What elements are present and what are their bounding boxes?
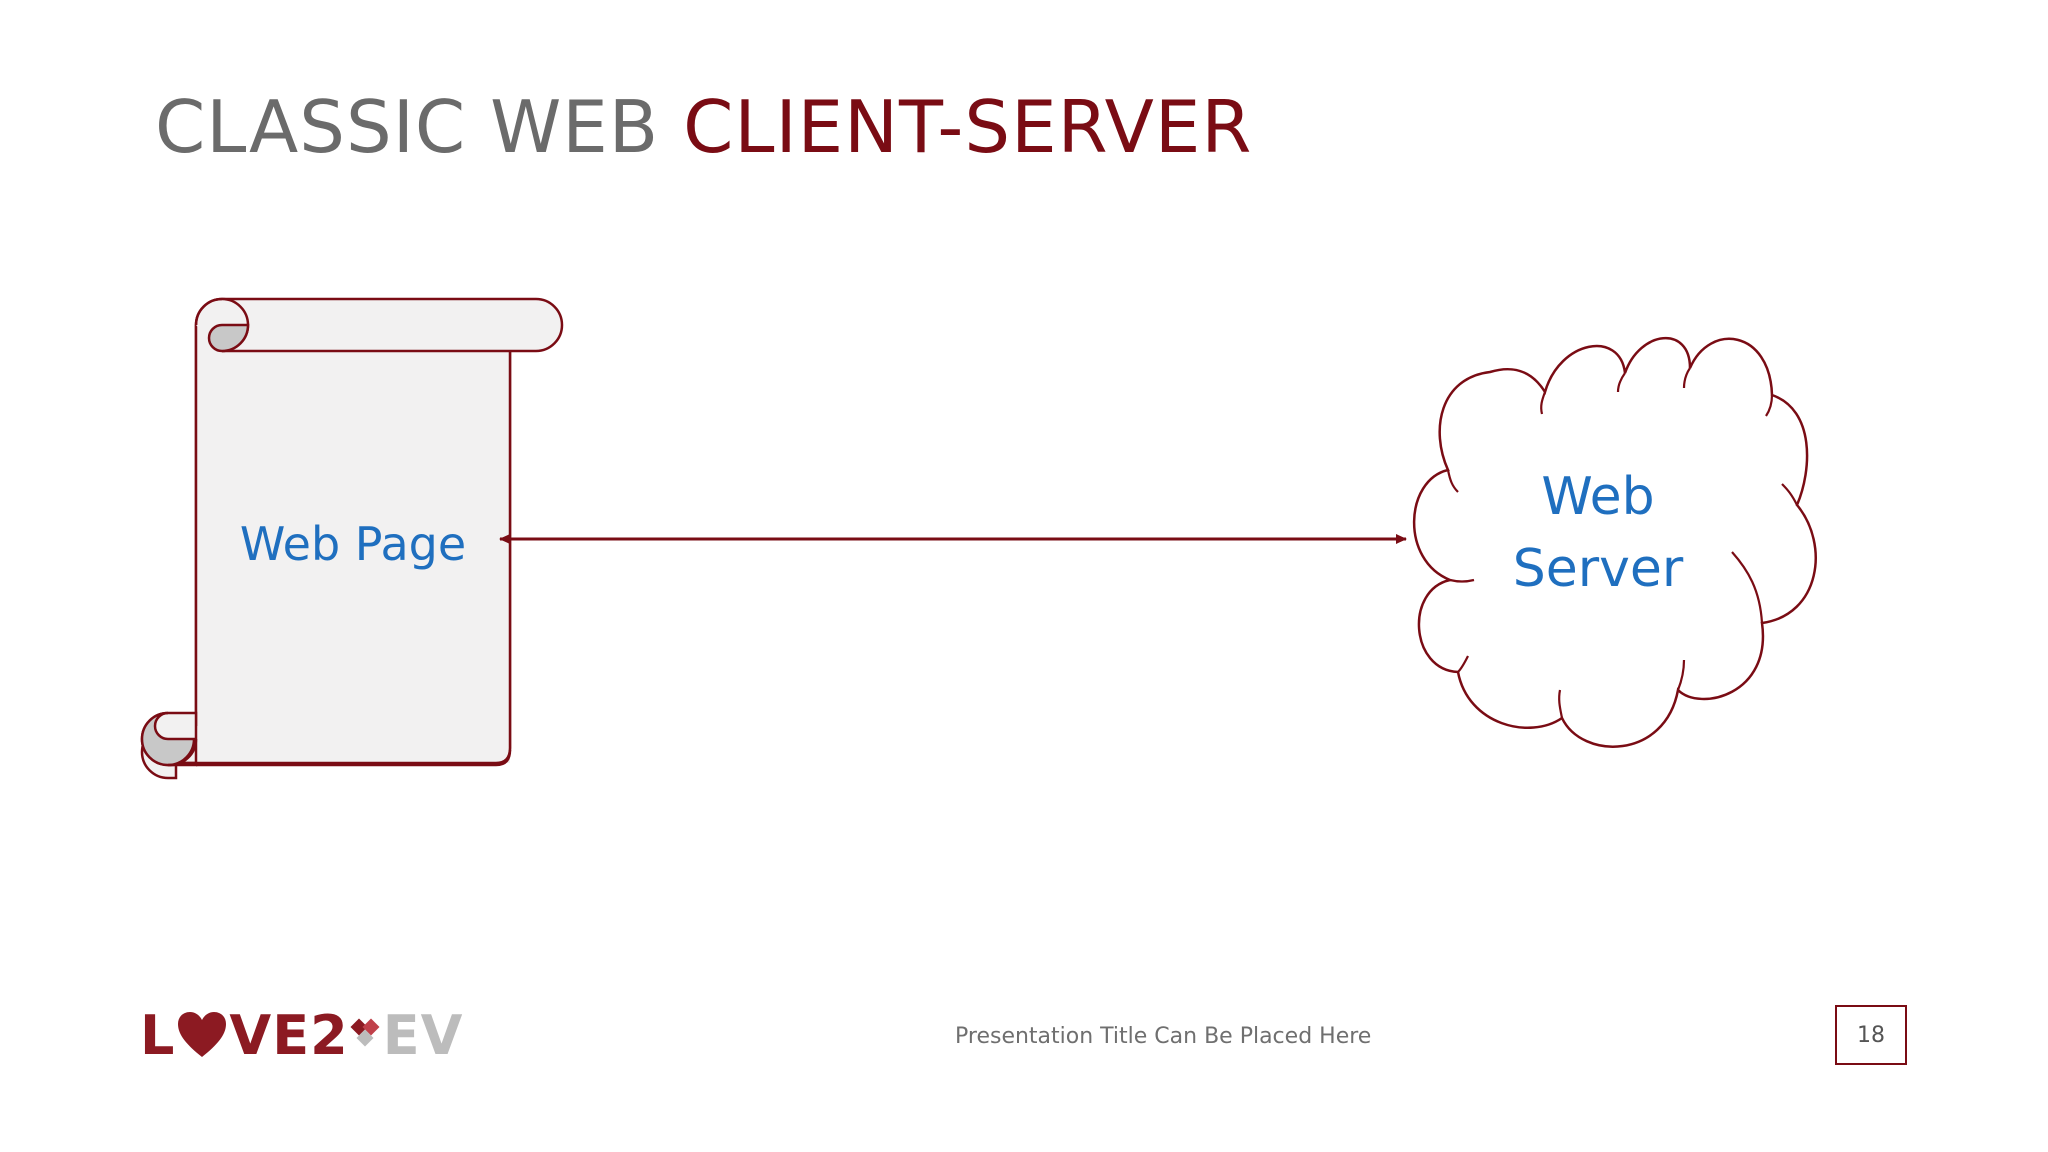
diamond-logo-icon [347,1015,387,1055]
title-part-red: CLIENT-SERVER [683,85,1253,169]
slide-title: CLASSIC WEB CLIENT-SERVER [155,85,1253,169]
web-server-label-line2: Server [1513,539,1684,599]
page-number: 18 [1857,1022,1885,1048]
love2dev-logo: L VE2 EV [140,1003,464,1067]
title-part-gray: CLASSIC WEB [155,85,660,169]
logo-text-ve2: VE2 [229,1003,349,1067]
heart-icon [177,1011,227,1059]
web-server-label-line1: Web [1541,467,1654,527]
page-number-box: 18 [1835,1005,1907,1065]
logo-text-ev: EV [382,1003,464,1067]
web-page-label: Web Page [240,517,466,571]
logo-text-l: L [140,1003,176,1067]
web-page-scroll-shape [140,297,564,780]
presentation-title: Presentation Title Can Be Placed Here [955,1024,1372,1049]
web-server-cloud-shape [1412,337,1817,748]
